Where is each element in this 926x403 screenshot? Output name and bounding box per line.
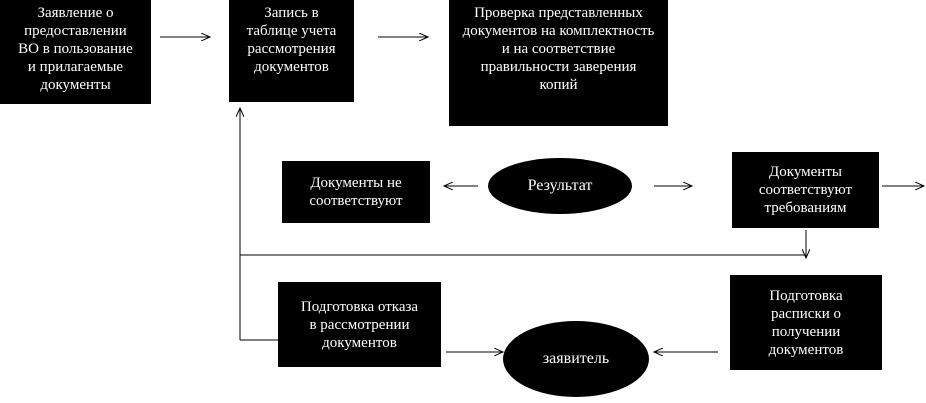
node-compliant-label: Документы соответствуют требованиям <box>758 164 853 216</box>
node-verification-label: Проверка представленных документов на ко… <box>462 5 655 93</box>
node-verification: Проверка представленных документов на ко… <box>449 0 668 126</box>
node-receipt-label: Подготовка расписки о получении документ… <box>768 287 844 358</box>
node-applicant-label: заявитель <box>542 350 610 367</box>
node-refusal: Подготовка отказа в рассмотрении докумен… <box>278 282 441 367</box>
node-application: Заявление о предоставлении ВО в пользова… <box>0 0 151 104</box>
node-registration-label: Запись в таблице учета рассмотрения доку… <box>246 5 337 75</box>
node-not-compliant: Документы не соответствуют <box>282 161 430 223</box>
node-compliant: Документы соответствуют требованиям <box>732 152 879 228</box>
node-refusal-label: Подготовка отказа в рассмотрении докумен… <box>300 298 419 351</box>
node-result: Результат <box>488 158 632 214</box>
node-receipt: Подготовка расписки о получении документ… <box>730 275 882 370</box>
node-applicant: заявитель <box>503 321 649 397</box>
node-result-label: Результат <box>527 177 593 194</box>
node-registration: Запись в таблице учета рассмотрения доку… <box>229 0 354 102</box>
node-not-compliant-label: Документы не соответствуют <box>309 175 403 209</box>
node-application-label: Заявление о предоставлении ВО в пользова… <box>18 5 133 93</box>
